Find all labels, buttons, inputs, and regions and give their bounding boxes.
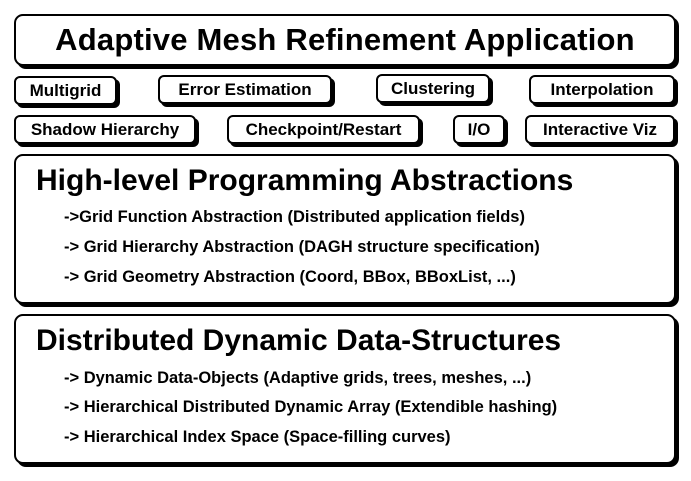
- high-level-item: -> Grid Geometry Abstraction (Coord, BBo…: [64, 268, 516, 286]
- module-io: I/O: [453, 115, 505, 144]
- high-level-abstractions-box: [14, 154, 676, 304]
- data-structures-item: -> Hierarchical Index Space (Space-filli…: [64, 428, 451, 446]
- module-multigrid: Multigrid: [14, 76, 117, 105]
- data-structures-title: Distributed Dynamic Data-Structures: [36, 324, 562, 357]
- module-error-estimation-label: Error Estimation: [178, 79, 312, 99]
- module-clustering-label: Clustering: [390, 78, 476, 98]
- high-level-item: ->Grid Function Abstraction (Distributed…: [64, 208, 525, 226]
- module-shadow-hierarchy: Shadow Hierarchy: [14, 115, 196, 144]
- module-interpolation-label: Interpolation: [550, 79, 654, 99]
- module-checkpoint-restart-label: Checkpoint/Restart: [245, 119, 402, 139]
- module-error-estimation: Error Estimation: [158, 75, 332, 104]
- data-structures-item: -> Hierarchical Distributed Dynamic Arra…: [64, 398, 558, 416]
- data-structures-item: -> Dynamic Data-Objects (Adaptive grids,…: [64, 369, 532, 387]
- module-shadow-hierarchy-label: Shadow Hierarchy: [30, 119, 180, 139]
- application-title: Adaptive Mesh Refinement Application: [55, 22, 635, 57]
- module-clustering: Clustering: [376, 74, 490, 103]
- module-interactive-viz-label: Interactive Viz: [542, 119, 658, 139]
- module-multigrid-label: Multigrid: [29, 80, 102, 100]
- module-io-label: I/O: [467, 119, 491, 139]
- module-checkpoint-restart: Checkpoint/Restart: [227, 115, 420, 144]
- application-title-box: Adaptive Mesh Refinement Application: [14, 14, 676, 66]
- module-interpolation: Interpolation: [529, 75, 675, 104]
- high-level-abstractions-title: High-level Programming Abstractions: [36, 164, 574, 197]
- data-structures-box: [14, 314, 676, 464]
- module-interactive-viz: Interactive Viz: [525, 115, 675, 144]
- high-level-item: -> Grid Hierarchy Abstraction (DAGH stru…: [64, 238, 540, 256]
